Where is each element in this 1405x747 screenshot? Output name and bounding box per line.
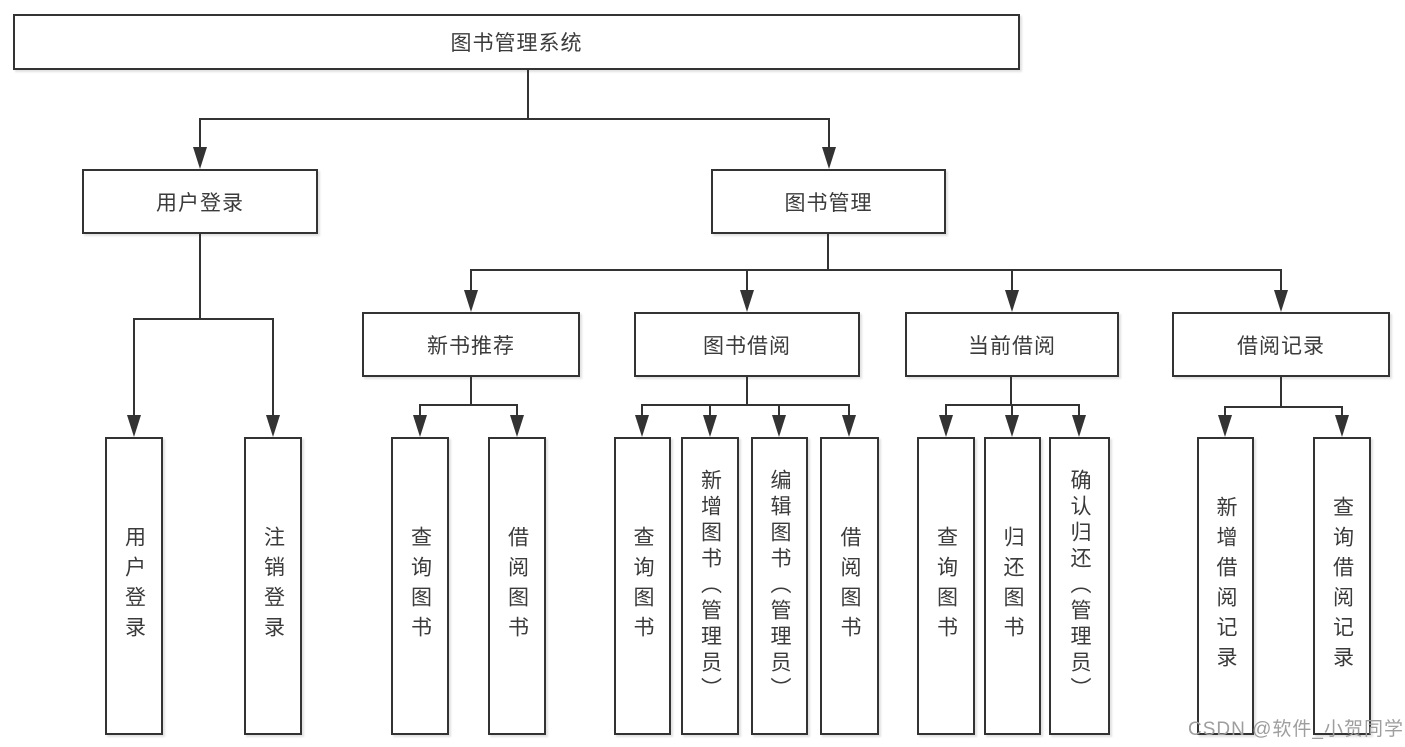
arrowhead-down (510, 415, 524, 437)
node-new-book-recommend: 新书推荐 (362, 312, 580, 377)
arrowhead-down (772, 415, 786, 437)
arrowhead-down (127, 415, 141, 437)
connector-line (1341, 406, 1343, 417)
connector-line (1078, 404, 1080, 417)
arrowhead-down (822, 147, 836, 169)
arrowhead-down (939, 415, 953, 437)
leaf-add-books-admin: 新增图书（管理员） (681, 437, 739, 735)
node-root-system: 图书管理系统 (13, 14, 1020, 70)
connector-line (470, 269, 472, 291)
leaf-add-borrow-record: 新增借阅记录 (1197, 437, 1254, 735)
arrowhead-down (1218, 415, 1232, 437)
arrowhead-down (266, 415, 280, 437)
connector-line (848, 404, 850, 417)
connector-line (133, 318, 274, 320)
connector-line (828, 118, 830, 148)
leaf-query-borrow-record: 查询借阅记录 (1313, 437, 1371, 735)
arrowhead-down (193, 147, 207, 169)
leaf-edit-books-admin: 编辑图书（管理员） (751, 437, 808, 735)
connector-line (709, 404, 711, 417)
node-current-borrowing: 当前借阅 (905, 312, 1119, 377)
connector-line (470, 269, 1282, 271)
connector-line (778, 404, 780, 417)
connector-line (527, 70, 529, 119)
arrowhead-down (1274, 290, 1288, 312)
node-borrowing-records: 借阅记录 (1172, 312, 1390, 377)
connector-line (641, 404, 643, 417)
leaf-user-login: 用户登录 (105, 437, 163, 735)
arrowhead-down (413, 415, 427, 437)
connector-line (1280, 269, 1282, 291)
node-book-borrowing: 图书借阅 (634, 312, 860, 377)
connector-line (419, 404, 518, 406)
node-book-management: 图书管理 (711, 169, 946, 234)
node-user-login: 用户登录 (82, 169, 318, 234)
arrowhead-down (740, 290, 754, 312)
connector-line (516, 404, 518, 417)
connector-line (1010, 377, 1012, 406)
connector-line (133, 318, 135, 416)
connector-line (272, 318, 274, 416)
connector-line (1280, 377, 1282, 408)
connector-line (1011, 269, 1013, 291)
connector-line (199, 118, 830, 120)
leaf-current-query-books: 查询图书 (917, 437, 975, 735)
connector-line (199, 118, 201, 148)
leaf-return-books: 归还图书 (984, 437, 1041, 735)
leaf-recommend-query-books: 查询图书 (391, 437, 449, 735)
csdn-watermark: CSDN @软件_小贺同学 (1188, 719, 1404, 740)
connector-line (746, 269, 748, 291)
arrowhead-down (464, 290, 478, 312)
arrowhead-down (1072, 415, 1086, 437)
connector-line (641, 404, 850, 406)
connector-line (746, 377, 748, 406)
arrowhead-down (1335, 415, 1349, 437)
connector-line (1224, 406, 1343, 408)
leaf-recommend-borrow-books: 借阅图书 (488, 437, 546, 735)
arrowhead-down (1005, 290, 1019, 312)
connector-line (419, 404, 421, 417)
arrowhead-down (842, 415, 856, 437)
connector-line (470, 377, 472, 406)
arrowhead-down (703, 415, 717, 437)
connector-line (945, 404, 947, 417)
leaf-borrow-books: 借阅图书 (820, 437, 879, 735)
leaf-logout: 注销登录 (244, 437, 302, 735)
leaf-confirm-return-admin: 确认归还（管理员） (1049, 437, 1110, 735)
leaf-borrowing-query-books: 查询图书 (614, 437, 671, 735)
arrowhead-down (1005, 415, 1019, 437)
connector-line (1011, 404, 1013, 417)
arrowhead-down (635, 415, 649, 437)
connector-line (1224, 406, 1226, 417)
connector-line (199, 234, 201, 320)
connector-line (827, 234, 829, 271)
